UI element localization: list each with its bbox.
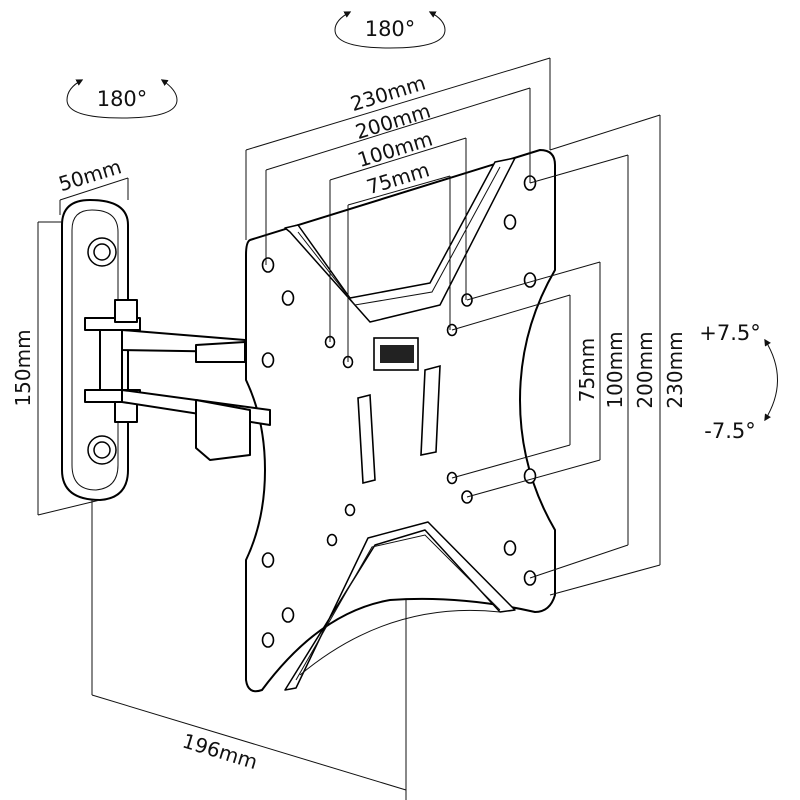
plate-slot-right	[420, 364, 441, 456]
rotation-top-label: 180°	[365, 17, 416, 41]
wall-plate	[61, 199, 129, 501]
rotation-top: 180°	[334, 11, 446, 49]
dim-196mm-depth: 196mm	[180, 729, 261, 775]
dim-200mm-height: 200mm	[633, 331, 657, 408]
rotation-arm-label: 180°	[97, 87, 148, 111]
rotation-arm: 180°	[66, 79, 178, 119]
swivel-arm	[84, 299, 271, 461]
dim-75mm-height: 75mm	[575, 338, 599, 402]
dim-230mm-height: 230mm	[663, 331, 687, 408]
tilt-down-label: -7.5°	[704, 419, 755, 443]
tv-mounting-plate	[245, 149, 556, 693]
tilt-up-label: +7.5°	[699, 321, 761, 345]
plate-slot-left	[357, 393, 376, 485]
dim-100mm-height: 100mm	[603, 331, 627, 408]
dimension-lines	[37, 57, 661, 800]
rotation-tilt: +7.5° -7.5°	[699, 321, 778, 443]
dim-150mm-wall-height: 150mm	[11, 329, 35, 406]
plate-mounting-holes	[261, 175, 537, 648]
